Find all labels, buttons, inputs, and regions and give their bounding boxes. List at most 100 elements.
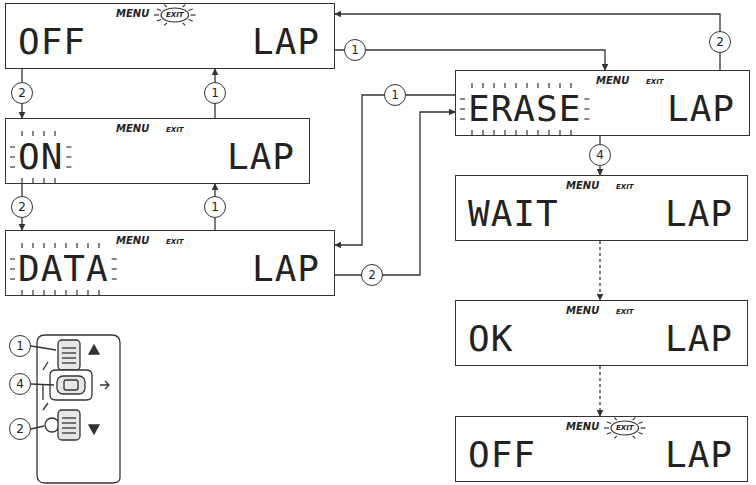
blink-ray bbox=[66, 166, 71, 167]
blink-ray bbox=[641, 427, 646, 428]
blink-ray bbox=[607, 422, 611, 424]
blink-ray bbox=[188, 20, 192, 22]
menu-indicator: MENU bbox=[566, 305, 599, 316]
lcd-function-text: LAP bbox=[227, 139, 295, 175]
lcd-function-text: LAP bbox=[665, 437, 733, 473]
blink-ray bbox=[460, 108, 465, 109]
blink-ray bbox=[633, 418, 636, 421]
blink-ray bbox=[570, 83, 571, 88]
blink-ray bbox=[604, 427, 609, 428]
lcd-mode-text: ON bbox=[18, 139, 63, 175]
button-callout: 2 bbox=[709, 31, 731, 53]
menu-indicator: MENU bbox=[116, 235, 149, 246]
blink-ray bbox=[21, 290, 22, 295]
blink-ray bbox=[54, 178, 55, 183]
blink-ray bbox=[98, 243, 99, 248]
blink-ray bbox=[537, 83, 538, 88]
button-callout: 2 bbox=[11, 196, 33, 218]
blink-rays bbox=[10, 243, 117, 295]
blink-ray bbox=[98, 290, 99, 295]
blink-ray bbox=[164, 23, 167, 26]
lcd-screen-box: MENUEXITDATALAP bbox=[5, 230, 335, 296]
blink-ray bbox=[482, 130, 483, 135]
blink-ray bbox=[460, 98, 465, 99]
menu-indicator: MENU bbox=[566, 180, 599, 191]
lcd-mode-text: OK bbox=[468, 321, 513, 357]
blink-ray bbox=[559, 83, 560, 88]
transition-arrow bbox=[335, 50, 605, 70]
blink-rays bbox=[460, 83, 589, 135]
transition-arrow bbox=[335, 14, 720, 70]
blink-ray bbox=[112, 258, 117, 259]
lcd-mode-text: OFF bbox=[468, 437, 536, 473]
lcd-function-text: LAP bbox=[252, 24, 320, 60]
transition-arrow bbox=[335, 95, 455, 245]
exit-oval bbox=[611, 421, 639, 435]
blink-ray bbox=[633, 436, 636, 439]
callout-number: 2 bbox=[9, 418, 31, 440]
blink-ray bbox=[559, 130, 560, 135]
blink-ray bbox=[482, 83, 483, 88]
blink-ray bbox=[504, 130, 505, 135]
blink-ray bbox=[154, 14, 159, 15]
transition-arrow bbox=[335, 112, 455, 275]
button-callout: 1 bbox=[204, 196, 226, 218]
blink-ray bbox=[471, 83, 472, 88]
blink-ray bbox=[32, 178, 33, 183]
lcd-function-text: LAP bbox=[252, 251, 320, 287]
blink-ray bbox=[493, 83, 494, 88]
lcd-screen-box: MENUEXITOFFLAP bbox=[455, 416, 748, 482]
blink-ray bbox=[10, 268, 15, 269]
blink-ray bbox=[10, 166, 15, 167]
blink-ray bbox=[526, 130, 527, 135]
blink-ray bbox=[43, 243, 44, 248]
blink-ray bbox=[157, 20, 161, 22]
blink-ray bbox=[548, 130, 549, 135]
blink-ray bbox=[607, 433, 611, 435]
blink-ray bbox=[515, 130, 516, 135]
button-callout: 2 bbox=[361, 264, 383, 286]
blink-ray bbox=[526, 83, 527, 88]
exit-indicator: EXIT bbox=[646, 78, 664, 86]
transition-arrow bbox=[599, 241, 600, 300]
blink-ray bbox=[614, 436, 617, 439]
exit-oval bbox=[161, 8, 189, 22]
blink-ray bbox=[54, 243, 55, 248]
lcd-mode-text: DATA bbox=[18, 251, 109, 287]
lcd-screen-box: MENUEXITONLAP bbox=[5, 118, 310, 184]
exit-indicator: EXIT bbox=[166, 11, 184, 19]
lcd-screen-box: MENUEXITOKLAP bbox=[455, 300, 748, 366]
callout-number: 1 bbox=[9, 335, 31, 357]
lcd-screen-box: MENUEXITWAITLAP bbox=[455, 175, 748, 241]
button-callout: 1 bbox=[384, 84, 406, 106]
blink-ray bbox=[66, 156, 71, 157]
blink-ray bbox=[614, 418, 617, 421]
lcd-mode-text: ERASE bbox=[468, 91, 581, 127]
button-callout: 1 bbox=[344, 39, 366, 61]
blink-ray bbox=[10, 258, 15, 259]
blink-ray bbox=[183, 5, 186, 8]
blink-ray bbox=[10, 156, 15, 157]
blink-rays bbox=[154, 5, 196, 26]
blink-ray bbox=[10, 146, 15, 147]
blink-ray bbox=[638, 422, 642, 424]
button-callout: 1 bbox=[204, 82, 226, 104]
blink-ray bbox=[164, 5, 167, 8]
exit-indicator: EXIT bbox=[616, 183, 634, 191]
blink-ray bbox=[584, 108, 589, 109]
blink-ray bbox=[548, 83, 549, 88]
lcd-mode-text: OFF bbox=[18, 24, 86, 60]
blink-ray bbox=[537, 130, 538, 135]
blink-ray bbox=[21, 243, 22, 248]
button-callout: 2 bbox=[11, 82, 33, 104]
blink-ray bbox=[493, 130, 494, 135]
blink-ray bbox=[191, 14, 196, 15]
exit-indicator: EXIT bbox=[616, 308, 634, 316]
blink-ray bbox=[43, 178, 44, 183]
menu-indicator: MENU bbox=[566, 421, 599, 432]
blink-ray bbox=[87, 243, 88, 248]
blink-ray bbox=[112, 268, 117, 269]
blink-ray bbox=[43, 290, 44, 295]
blink-rays bbox=[10, 131, 71, 183]
